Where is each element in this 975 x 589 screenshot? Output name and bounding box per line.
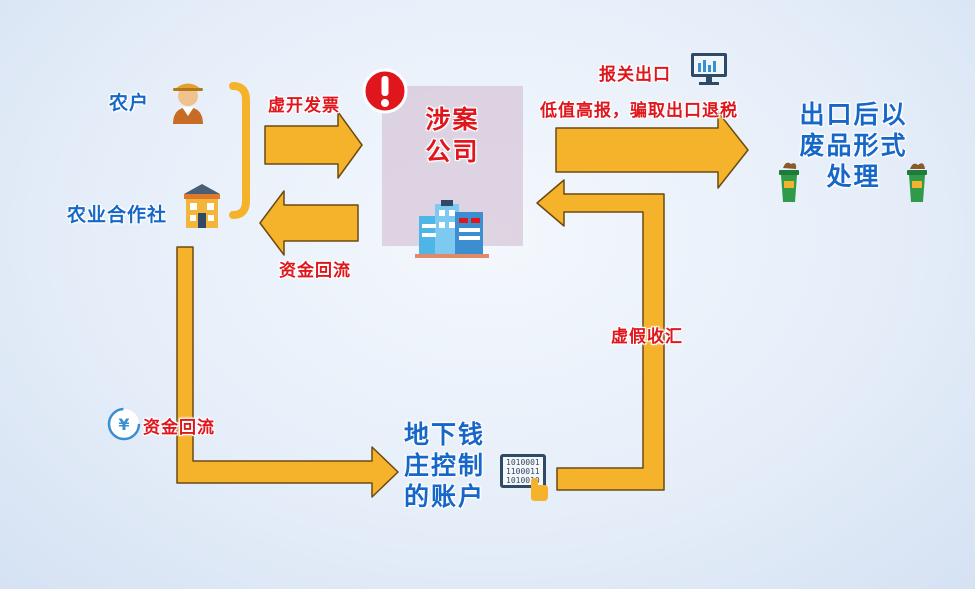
fake-collection-arrow (536, 179, 665, 491)
store-building-icon (184, 184, 220, 228)
binary-tablet-icon: 1010001 1100011 1010010 (500, 454, 548, 501)
fake-collection-label: 虚假收汇 (611, 327, 683, 347)
export-disposal-label: 出口后以 废品形式 处理 (799, 100, 908, 191)
svg-text:1010001: 1010001 (506, 458, 540, 467)
farmer-icon (173, 83, 203, 124)
trash-bin-icon (907, 163, 927, 202)
cooperative-label: 农业合作社 (67, 204, 168, 226)
fund-return-bottom-label: 资金回流 (143, 418, 215, 438)
company-label: 涉案 公司 (425, 105, 480, 166)
svg-text:¥: ¥ (118, 415, 129, 434)
exclamation-warning-icon (362, 68, 408, 114)
low-value-high-report-label: 低值高报，骗取出口退税 (540, 101, 738, 121)
fund-return-top-label: 资金回流 (279, 261, 351, 281)
svg-text:1010010: 1010010 (506, 476, 540, 485)
false-invoice-arrow (264, 111, 363, 179)
yen-coin-icon: ¥ (107, 407, 141, 441)
false-invoice-label: 虚开发票 (268, 96, 340, 116)
monitor-chart-icon (691, 53, 727, 85)
fund-return-top-arrow (259, 190, 359, 256)
office-building-icon (415, 200, 489, 258)
fund-return-bottom-arrow (176, 246, 399, 498)
trash-bin-icon (779, 162, 799, 202)
svg-text:1100011: 1100011 (506, 467, 540, 476)
farmer-label: 农户 (109, 92, 150, 114)
bracket (229, 82, 250, 219)
customs-declaration-label: 报关出口 (599, 65, 671, 85)
underground-bank-label: 地下钱 庄控制 的账户 (404, 420, 486, 511)
export-arrow (555, 111, 749, 189)
